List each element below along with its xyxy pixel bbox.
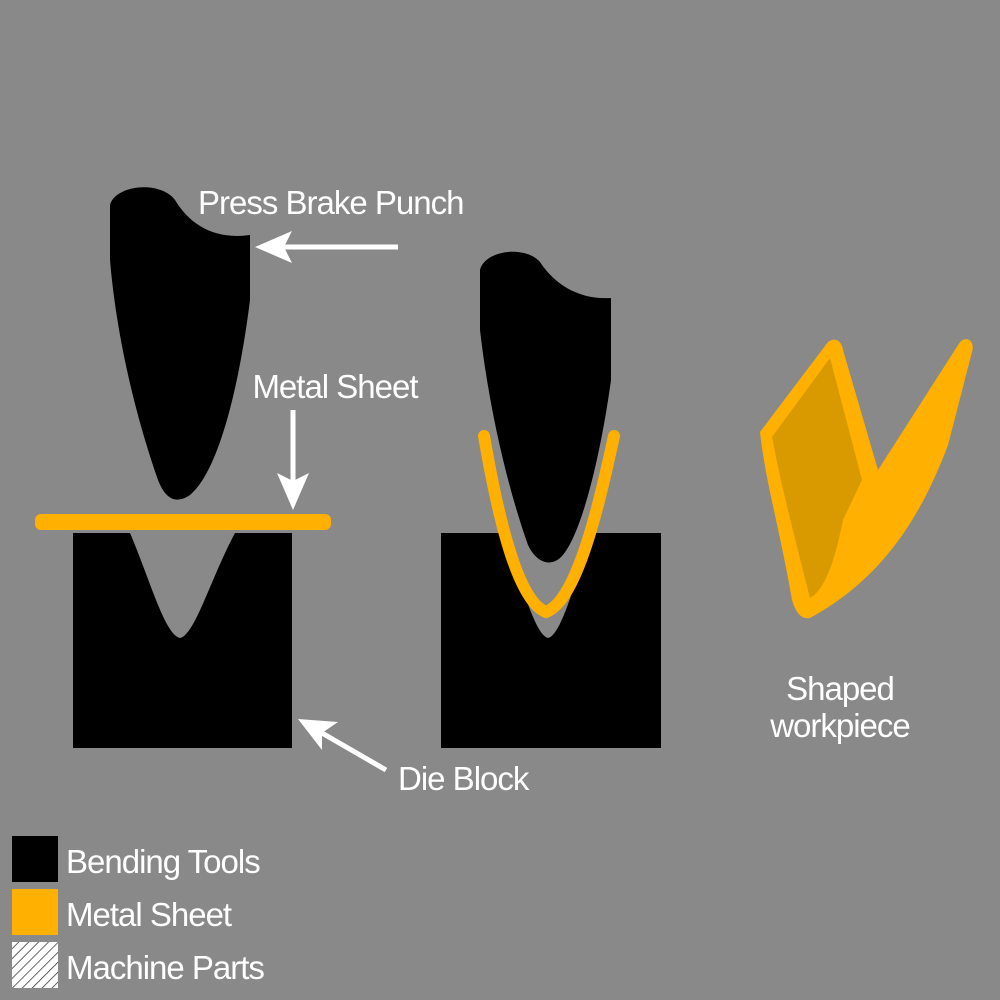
workpiece-label-line1: Shaped	[786, 670, 894, 707]
die-block	[73, 533, 292, 748]
legend-label-tools: Bending Tools	[66, 843, 260, 880]
legend-swatch-sheet	[12, 889, 58, 935]
workpiece-label-line2: workpiece	[769, 707, 910, 744]
sheet-label: Metal Sheet	[252, 368, 418, 405]
legend-label-machine-parts: Machine Parts	[66, 949, 264, 986]
press-brake-punch-pressing	[480, 251, 611, 563]
sheet-arrow	[277, 410, 309, 510]
shaped-workpiece	[760, 339, 973, 619]
die-arrow	[298, 719, 388, 773]
legend-label-sheet: Metal Sheet	[66, 896, 232, 933]
die-block-pressing	[441, 533, 661, 748]
legend-swatch-tools	[12, 836, 58, 882]
metal-sheet-bent	[478, 430, 620, 619]
press-brake-punch	[110, 187, 250, 500]
legend-swatch-machine-parts	[12, 942, 58, 988]
metal-sheet-flat	[35, 514, 331, 530]
die-label: Die Block	[398, 760, 530, 797]
punch-label: Press Brake Punch	[198, 184, 463, 221]
legend: Bending Tools Metal Sheet Machine Parts	[12, 836, 265, 988]
punch-arrow	[255, 231, 398, 263]
